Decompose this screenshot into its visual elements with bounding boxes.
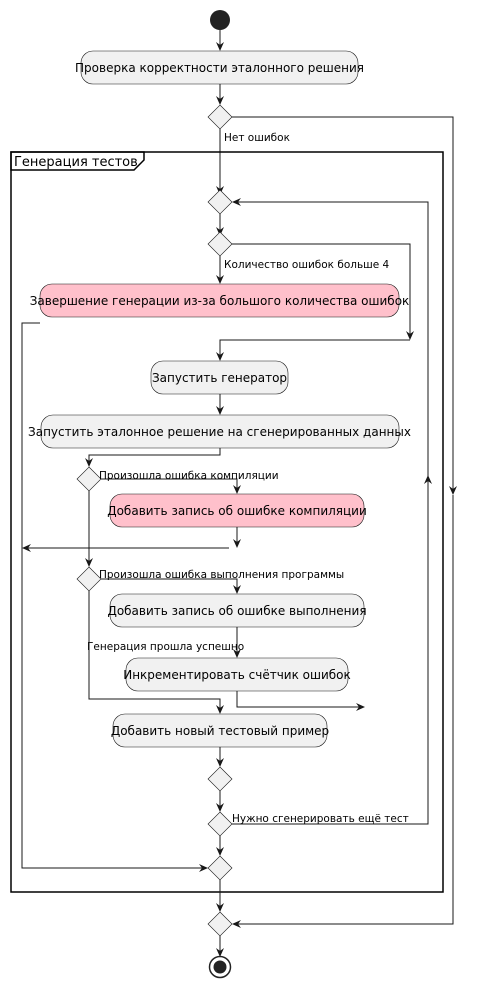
action-add-test-label: Добавить новый тестовый пример (111, 724, 329, 738)
action-run-generator-label: Запустить генератор (152, 371, 287, 385)
decision-compile-error (76, 466, 102, 492)
merge-diamond-loop-exit (207, 855, 233, 881)
merge-diamond-final (207, 911, 233, 937)
frame-title: Генерация тестов (14, 155, 138, 170)
end-node-outer (208, 955, 232, 979)
action-run-reference-label: Запустить эталонное решение на сгенериро… (28, 425, 411, 439)
decision-reference-ok (207, 104, 233, 130)
action-finish-generation-label: Завершение генерации из-за большого коли… (30, 294, 410, 308)
frame-title-tab (10, 151, 145, 171)
guard-runtime-error: Произошла ошибка выполнения программы (99, 569, 344, 581)
start-node (210, 10, 230, 30)
decision-need-more-tests (207, 811, 233, 837)
action-add-compile-error-label: Добавить запись об ошибке компиляции (107, 504, 367, 518)
guard-errors-over-4: Количество ошибок больше 4 (224, 259, 390, 271)
guard-compile-error: Произошла ошибка компиляции (99, 470, 279, 482)
guard-generation-ok: Генерация прошла успешно (87, 641, 244, 653)
guard-need-more-tests: Нужно сгенерировать ещё тест (232, 813, 409, 825)
merge-diamond-branches (207, 766, 233, 792)
action-add-runtime-error-label: Добавить запись об ошибке выполнения (107, 604, 366, 618)
action-check-reference-label: Проверка корректности эталонного решения (75, 61, 364, 75)
action-finish-generation (39, 283, 400, 318)
end-node-inner (213, 960, 227, 974)
action-increment-counter-label: Инкрементировать счётчик ошибок (123, 668, 351, 682)
loop-merge-diamond (207, 189, 233, 215)
decision-runtime-error (76, 566, 102, 592)
frame-test-generation (10, 151, 444, 893)
decision-errors-count (207, 231, 233, 257)
guard-no-errors: Нет ошибок (224, 132, 290, 144)
